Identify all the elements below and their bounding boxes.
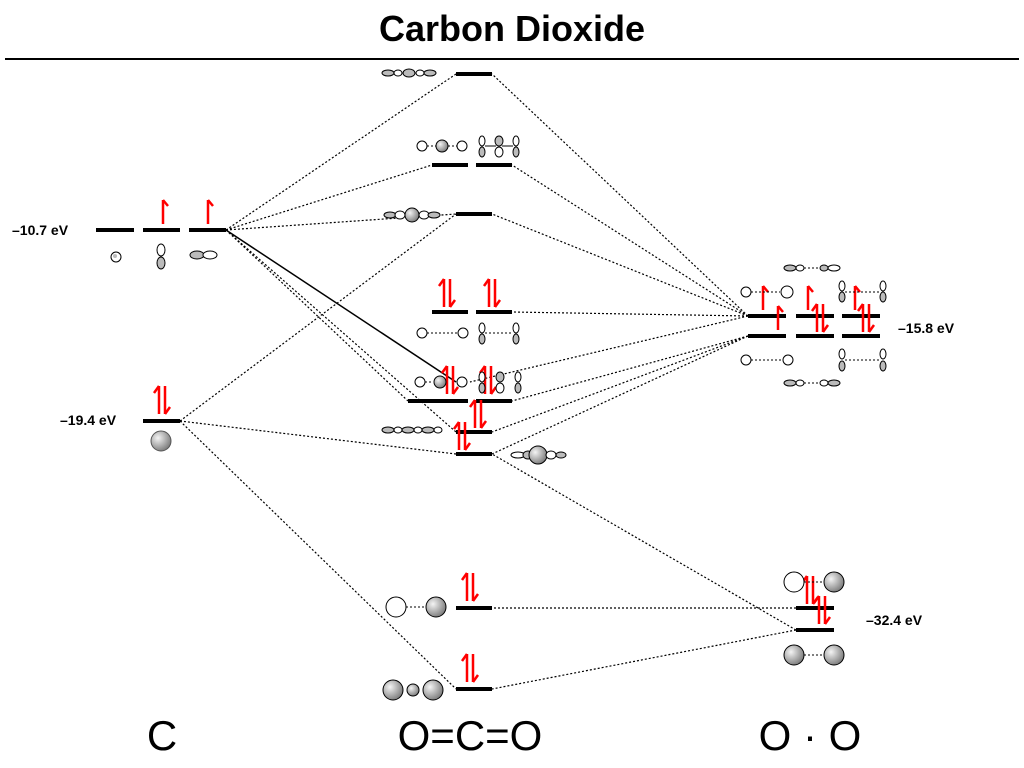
carbon-electrons [152,198,215,416]
energy-label-c-2p: –10.7 eV [12,222,69,238]
co2-levels [408,72,512,691]
carbon-levels [96,228,226,423]
energy-label-c-2s: –19.4 eV [60,412,117,428]
column-label-carbon: C [146,712,178,759]
co2-electrons [437,277,502,684]
carbon-orbitals [110,243,218,452]
diagram-title: Carbon Dioxide [378,8,646,49]
correlation-line-solid [225,229,457,383]
oxygen-orbitals [740,264,887,666]
column-label-co2: O=C=O [397,712,543,759]
oxygen-levels [748,314,880,632]
energy-label-o-2s: –32.4 eV [866,612,923,628]
co2-orbitals [381,68,567,701]
column-label-oxygen: O · O [758,712,862,759]
title-underline [5,58,1019,60]
energy-label-o-2p: –15.8 eV [898,320,955,336]
